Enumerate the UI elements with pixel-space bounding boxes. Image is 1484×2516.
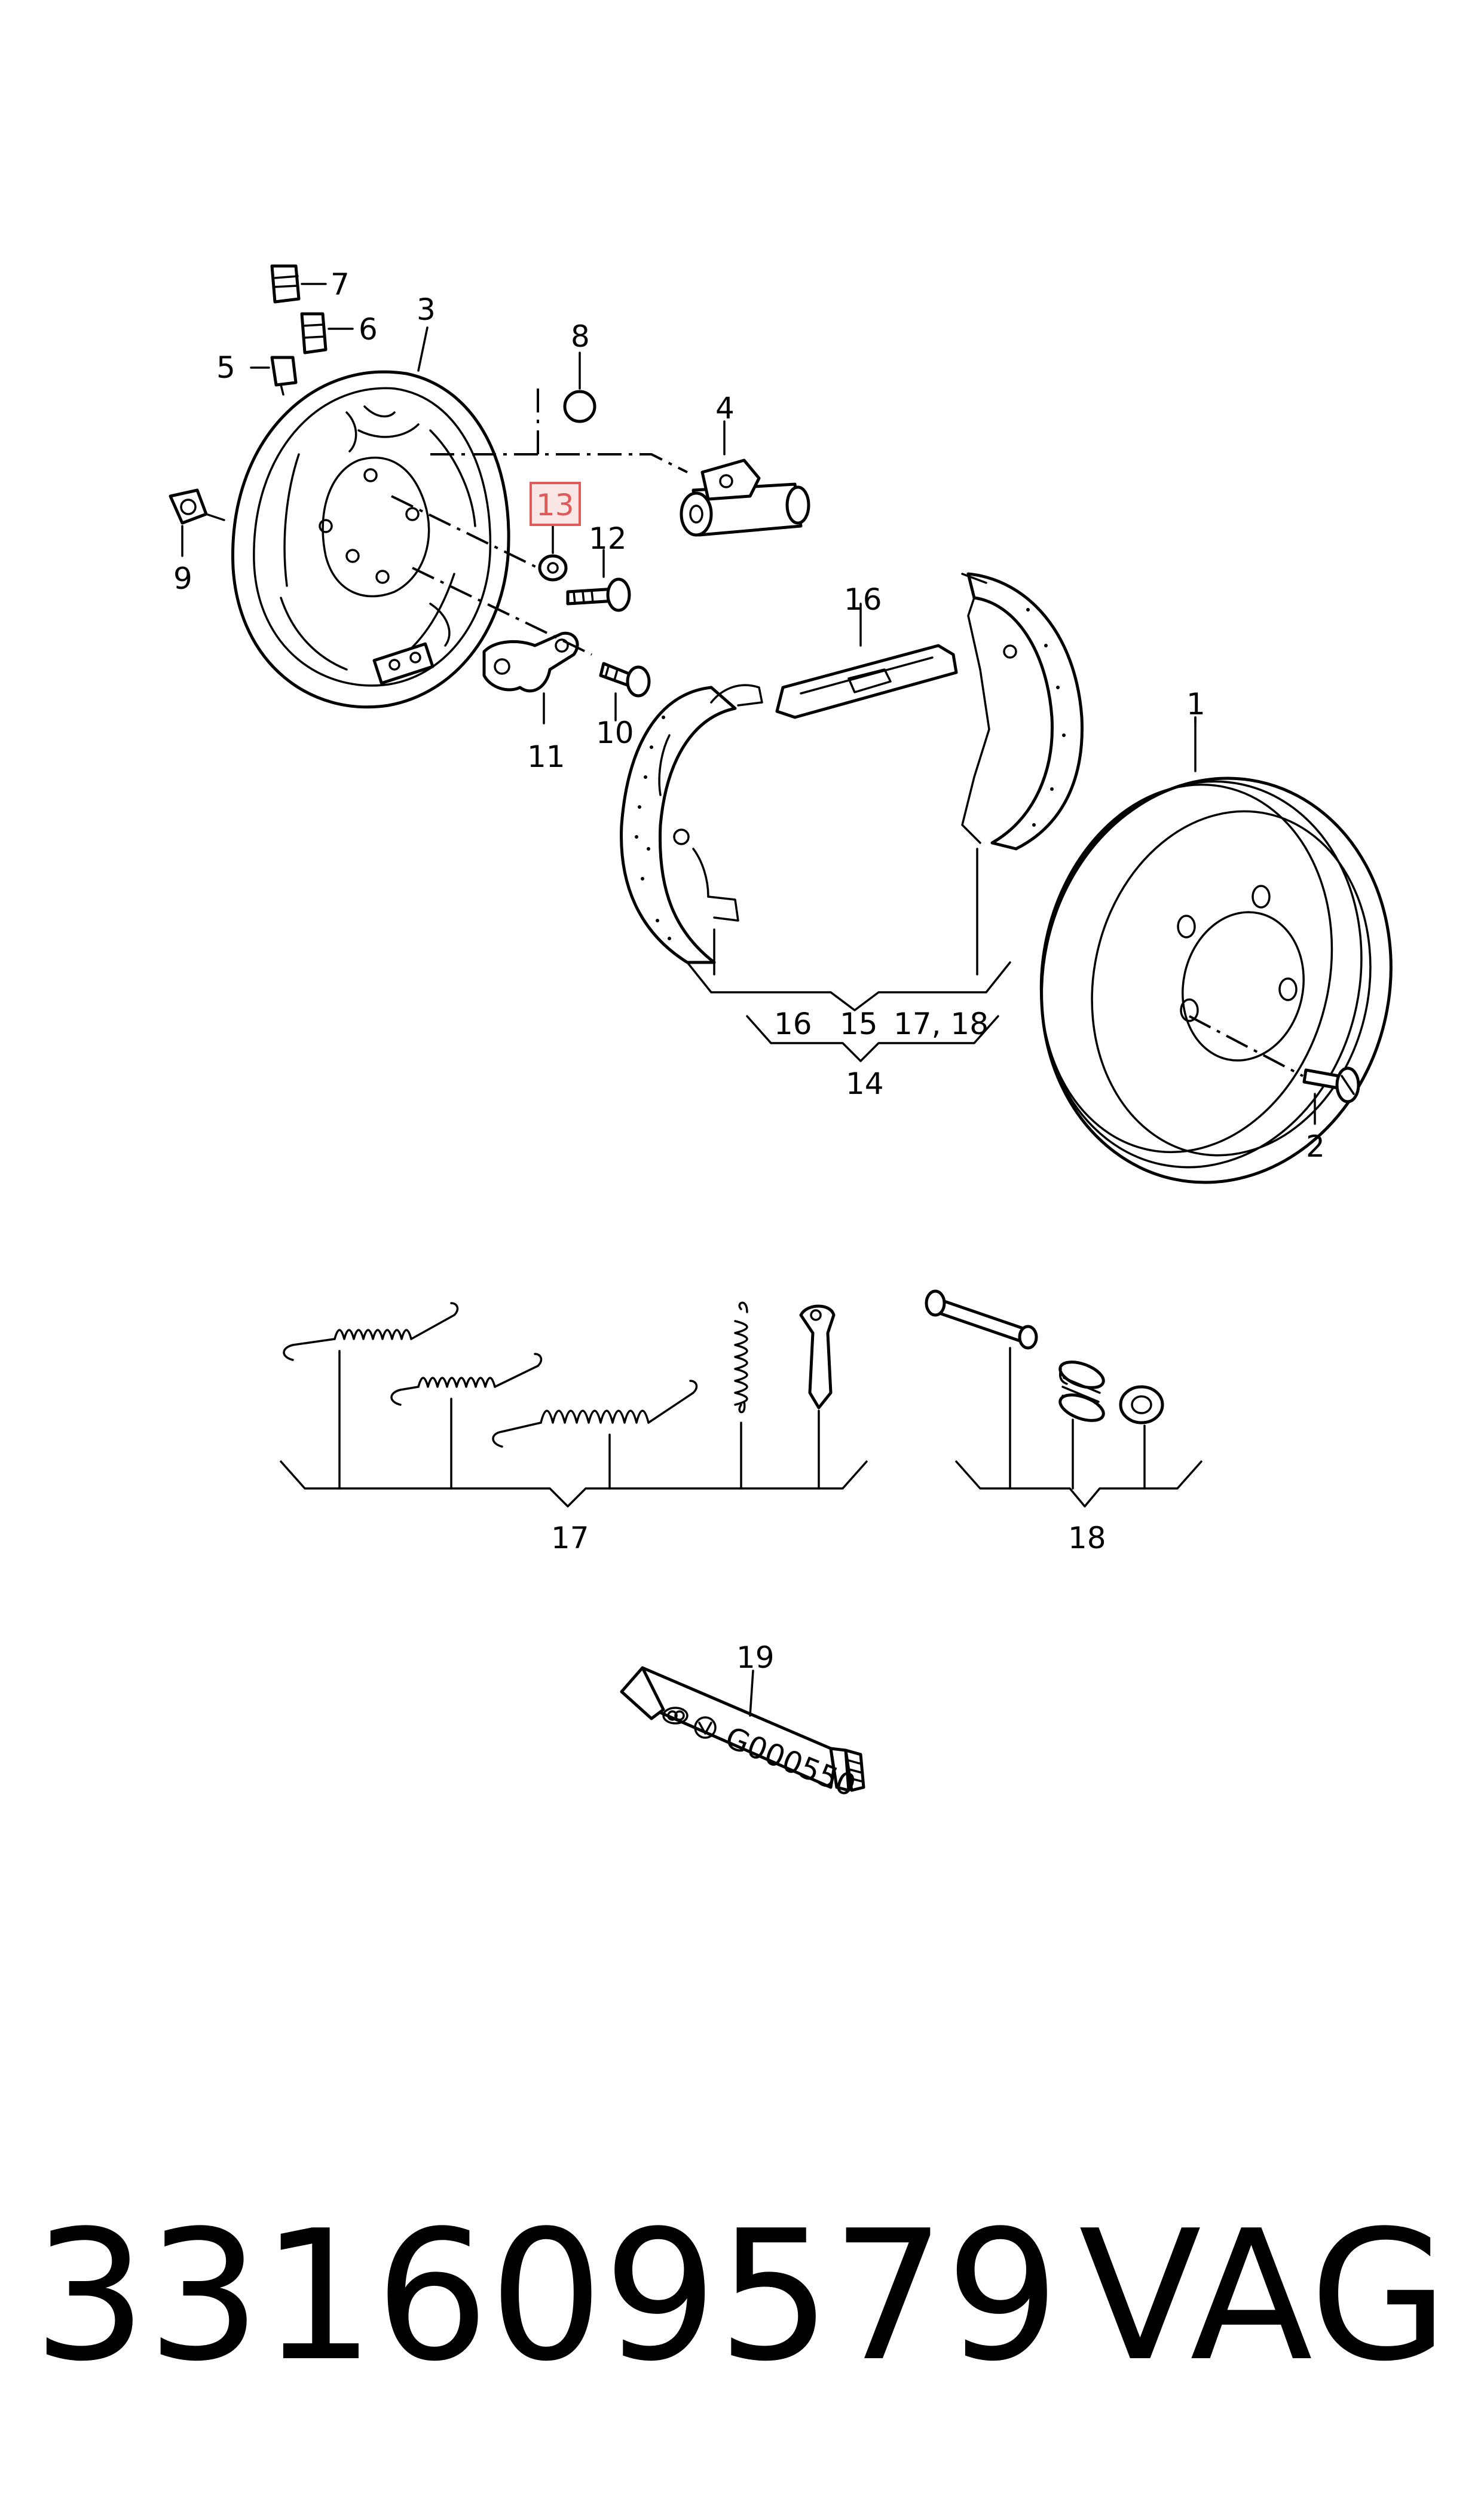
lining-speckles-right — [1026, 608, 1066, 827]
brake-shoe-left — [620, 684, 763, 976]
screw-5 — [250, 356, 298, 396]
lever-clip — [799, 1304, 836, 1490]
label-group-17-18: 17, 18 — [894, 1007, 989, 1041]
label-16-top: 16 — [844, 582, 882, 617]
label-4: 4 — [715, 391, 735, 426]
wheel-cylinder-4 — [598, 420, 810, 537]
bleeder-screw-7 — [270, 264, 327, 304]
spring-4-vertical — [734, 1301, 748, 1490]
label-10: 10 — [596, 716, 634, 750]
lining-speckles — [635, 716, 671, 940]
grease-tube-19: G000550 — [620, 1666, 865, 1803]
spring-2 — [390, 1353, 543, 1490]
label-12: 12 — [589, 521, 627, 556]
washer-13 — [538, 525, 568, 582]
group-bracket-15 — [686, 961, 1011, 1011]
label-group-15: 15 — [840, 1007, 878, 1041]
label-13: 13 — [536, 488, 574, 522]
bolt-12 — [566, 549, 631, 612]
bolt-10 — [599, 662, 651, 722]
brake-shoe-right — [961, 572, 1084, 976]
retaining-pin — [925, 1289, 1038, 1490]
assembly-line-bracket — [412, 567, 592, 656]
spring-3 — [492, 1380, 698, 1490]
label-18: 18 — [1068, 1521, 1106, 1555]
pin-cup — [1119, 1385, 1164, 1490]
label-2: 2 — [1306, 1129, 1325, 1164]
label-1: 1 — [1186, 687, 1205, 722]
label-3: 3 — [417, 292, 436, 327]
cap-8 — [537, 351, 598, 455]
group-bracket-14 — [746, 1015, 999, 1062]
highlight-box-13 — [530, 482, 581, 526]
group-bracket-17 — [280, 1460, 868, 1508]
brand-name: VAG — [1079, 2192, 1448, 2401]
label-11: 11 — [527, 739, 565, 774]
spring-1 — [283, 1302, 459, 1490]
label-8: 8 — [571, 319, 590, 354]
screw-2 — [1302, 1066, 1360, 1125]
group-bracket-18 — [955, 1460, 1203, 1508]
label-19: 19 — [736, 1640, 775, 1675]
backing-plate — [231, 326, 510, 709]
plug-9 — [169, 488, 225, 557]
label-5: 5 — [216, 350, 235, 385]
bleeder-cap-6 — [300, 312, 354, 354]
assembly-line-washer — [391, 495, 538, 569]
label-17: 17 — [551, 1521, 589, 1555]
label-group-16: 16 — [774, 1007, 812, 1041]
label-9: 9 — [173, 561, 192, 596]
label-7: 7 — [331, 267, 350, 302]
pin-spring — [1058, 1361, 1105, 1490]
bracket-11 — [482, 631, 579, 724]
adjuster-strut-16 — [775, 603, 958, 719]
part-number: 331609579 — [33, 2192, 1060, 2401]
label-14: 14 — [846, 1066, 884, 1101]
label-6: 6 — [359, 312, 378, 347]
